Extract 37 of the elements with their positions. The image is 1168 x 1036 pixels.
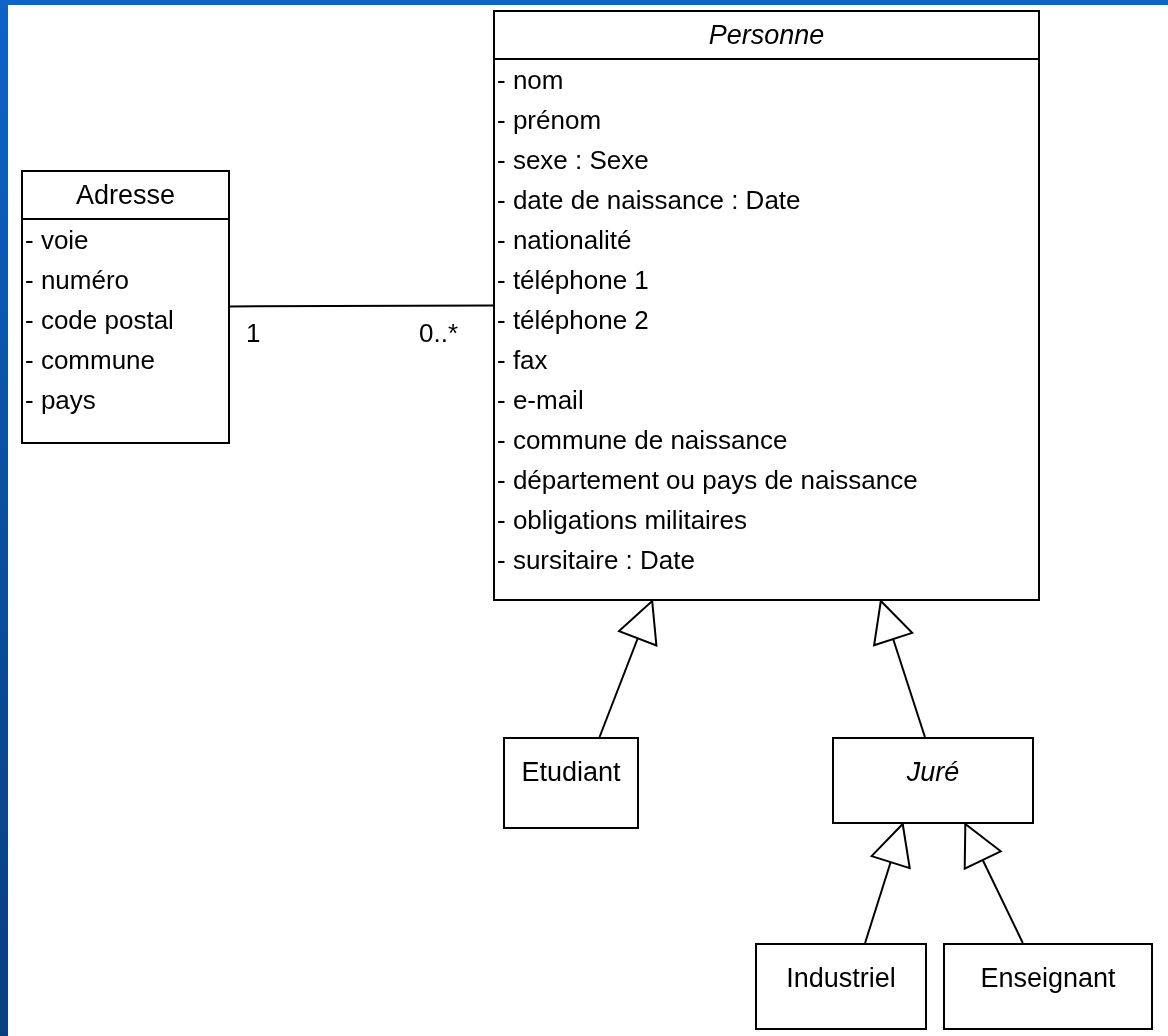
class-name: Etudiant <box>520 756 622 789</box>
generalization-arrow <box>864 823 911 944</box>
attribute-text: - téléphone 2 <box>496 304 650 337</box>
multiplicity-label: 1 <box>246 318 261 348</box>
generalization-arrow <box>963 823 1024 944</box>
attribute-text: - nationalité <box>496 224 633 257</box>
generalization-arrow <box>873 600 926 738</box>
class-box <box>755 943 927 1030</box>
attribute-text: - code postal <box>24 304 175 337</box>
attribute-text: - département ou pays de naissance <box>496 464 919 497</box>
class-name: Juré <box>905 756 961 789</box>
attribute-text: - nom <box>496 64 565 97</box>
attribute-text: - voie <box>24 224 90 257</box>
attribute-text: - obligations militaires <box>496 504 748 537</box>
attribute-text: - pays <box>24 384 97 417</box>
attribute-text: - date de naissance : Date <box>496 184 802 217</box>
class-box <box>21 170 230 444</box>
attribute-text: - téléphone 1 <box>496 264 650 297</box>
attribute-text: - sexe : Sexe <box>496 144 650 177</box>
class-name: Enseignant <box>979 962 1117 995</box>
class-name: Industriel <box>785 962 897 995</box>
class-name: Personne <box>495 12 1038 60</box>
association-line <box>229 304 494 308</box>
class-box <box>493 10 1040 601</box>
attribute-text: - e-mail <box>496 384 585 417</box>
class-box <box>943 943 1153 1030</box>
generalization-arrow <box>598 600 658 738</box>
attribute-text: - commune <box>24 344 157 377</box>
attribute-text: - fax <box>496 344 549 377</box>
class-name: Adresse <box>23 172 228 220</box>
class-box <box>832 737 1034 824</box>
attribute-text: - sursitaire : Date <box>496 544 696 577</box>
attribute-text: - numéro <box>24 264 131 297</box>
attribute-text: - prénom <box>496 104 603 137</box>
class-box <box>503 737 639 829</box>
multiplicity-label: 0..* <box>419 318 459 348</box>
attribute-text: - commune de naissance <box>496 424 789 457</box>
